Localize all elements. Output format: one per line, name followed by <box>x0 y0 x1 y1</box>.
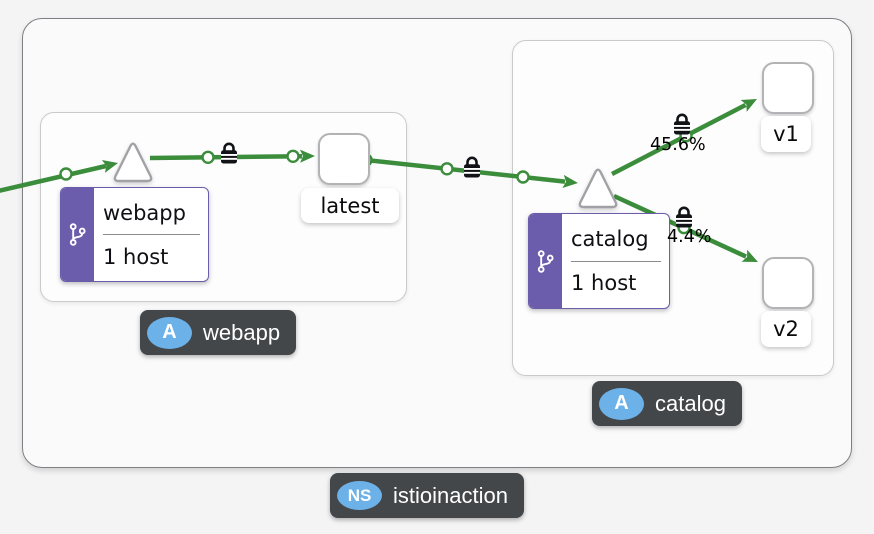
service-node-webapp[interactable] <box>110 137 156 185</box>
service-node-catalog[interactable] <box>575 163 621 211</box>
arrowhead-icon <box>299 149 315 163</box>
edge-traffic-pct-v2: 4.4% <box>667 227 712 247</box>
edge-waypoint <box>440 162 454 176</box>
namespace-chip-istioinaction[interactable]: NS istioinaction <box>330 473 524 518</box>
edge-waypoint <box>59 167 73 181</box>
workload-node-webapp-latest[interactable] <box>318 133 370 185</box>
workload-node-catalog-v2[interactable] <box>762 257 814 309</box>
namespace-chip-label: istioinaction <box>393 482 508 508</box>
node-label-v2: v2 <box>761 311 811 347</box>
code-branch-icon <box>69 223 86 246</box>
virtual-service-hosts: 1 host <box>571 271 637 296</box>
code-branch-icon <box>537 249 554 273</box>
mtls-lock-icon <box>464 156 480 178</box>
virtual-service-strip <box>529 214 562 308</box>
app-chip-label: webapp <box>203 319 281 345</box>
edge-waypoint <box>516 170 530 184</box>
edge-catalog-to-v1[interactable] <box>610 93 760 176</box>
app-badge-icon: A <box>147 316 192 349</box>
divider <box>103 234 200 235</box>
arrowhead-icon <box>562 174 578 188</box>
edge-latest-to-catalog[interactable] <box>359 153 579 190</box>
virtual-service-title: catalog <box>571 226 649 251</box>
virtual-service-badge-catalog[interactable]: catalog 1 host <box>528 213 670 309</box>
app-chip-webapp[interactable]: A webapp <box>140 310 297 355</box>
virtual-service-badge-webapp[interactable]: webapp 1 host <box>60 187 209 282</box>
edge-inbound-to-webapp[interactable] <box>0 157 120 193</box>
edge-waypoint <box>286 149 300 164</box>
workload-node-catalog-v1[interactable] <box>762 62 814 114</box>
node-label-v1: v1 <box>761 116 811 152</box>
mtls-lock-icon <box>221 142 237 164</box>
edge-catalog-to-v2[interactable] <box>613 193 761 268</box>
app-chip-catalog[interactable]: A catalog <box>592 381 742 426</box>
namespace-badge-icon: NS <box>337 481 382 510</box>
node-label-latest: latest <box>301 188 399 223</box>
arrowhead-icon <box>741 249 758 262</box>
edge-traffic-pct-v1: 45.6% <box>650 135 706 155</box>
virtual-service-strip <box>61 188 94 281</box>
app-badge-icon: A <box>599 387 644 420</box>
mtls-lock-icon <box>674 113 690 135</box>
app-chip-label: catalog <box>655 390 726 416</box>
virtual-service-hosts: 1 host <box>103 244 169 269</box>
divider <box>571 260 661 262</box>
arrowhead-icon <box>740 99 757 112</box>
mtls-lock-icon <box>676 206 692 228</box>
edge-waypoint <box>201 150 215 165</box>
edge-webapp-to-latest[interactable] <box>149 142 315 165</box>
arrowhead-icon <box>101 160 118 173</box>
virtual-service-title: webapp <box>103 200 186 225</box>
